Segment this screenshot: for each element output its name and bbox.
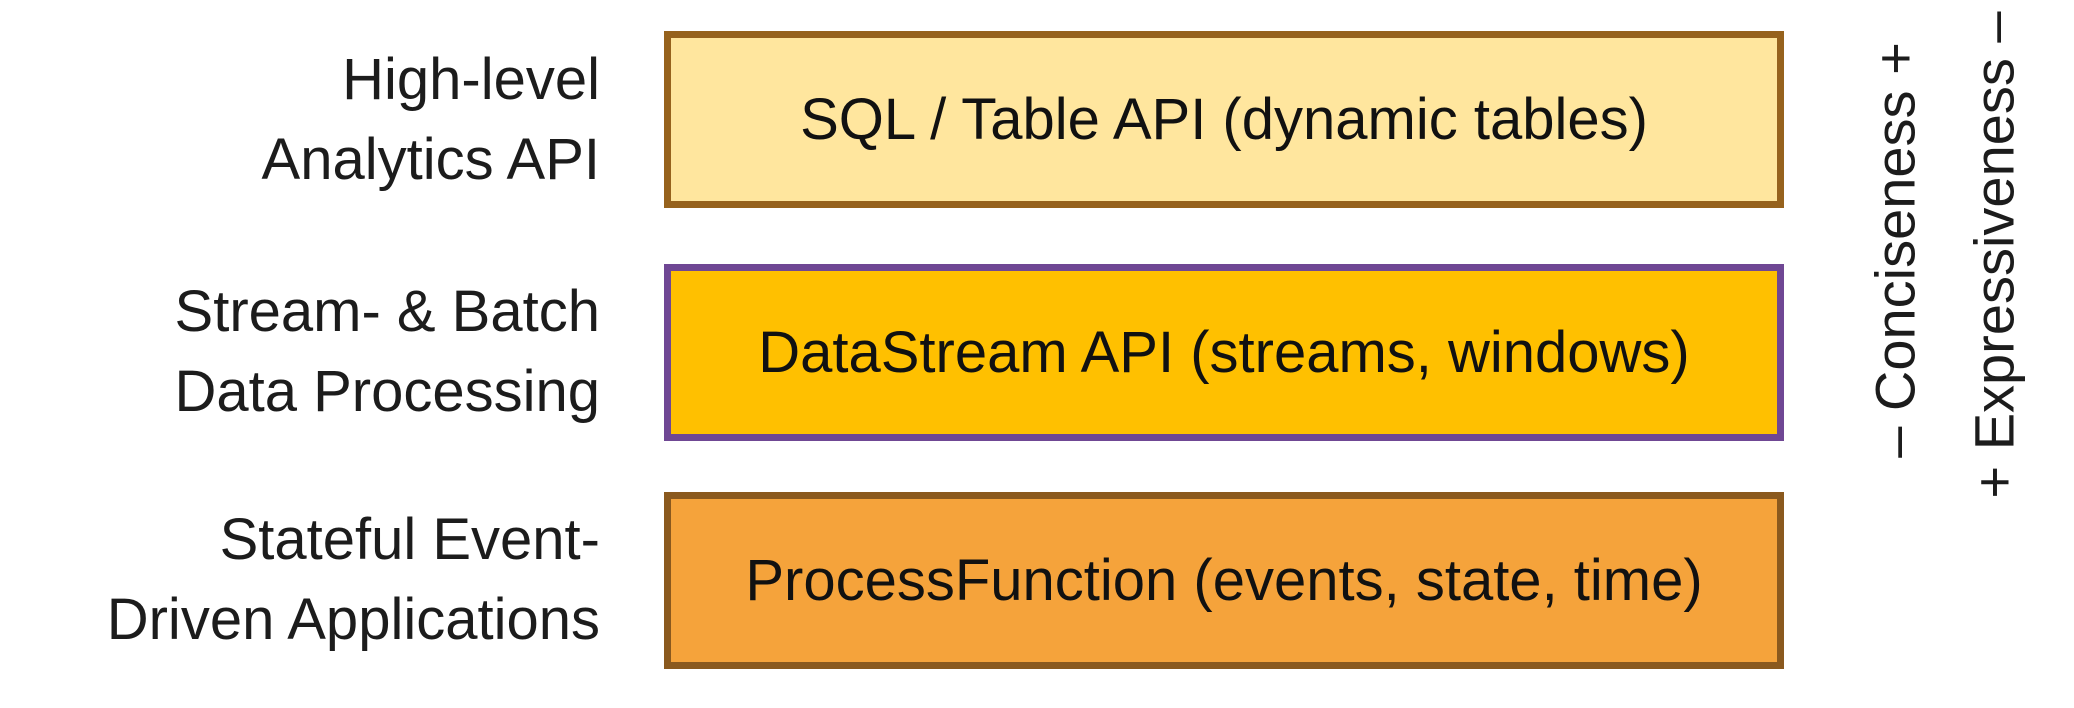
layer-box-processfunction: ProcessFunction (events, state, time) xyxy=(664,492,1784,669)
row-label-high-level-analytics-api: High-level Analytics API xyxy=(261,47,600,192)
layer-box-datastream-api: DataStream API (streams, windows) xyxy=(664,264,1784,441)
axis-expressiveness: + Expressiveness – xyxy=(1962,11,2026,499)
axis-conciseness: – Conciseness + xyxy=(1863,42,1927,458)
row-label-stream-batch-data-processing: Stream- & Batch Data Processing xyxy=(174,279,600,424)
layer-box-sql-table-api-label: SQL / Table API (dynamic tables) xyxy=(800,87,1648,152)
row-label-stateful-event-driven-applications: Stateful Event- Driven Applications xyxy=(106,507,600,652)
layer-box-sql-table-api: SQL / Table API (dynamic tables) xyxy=(664,31,1784,208)
layer-box-processfunction-label: ProcessFunction (events, state, time) xyxy=(745,548,1703,613)
layer-box-datastream-api-label: DataStream API (streams, windows) xyxy=(758,320,1690,385)
